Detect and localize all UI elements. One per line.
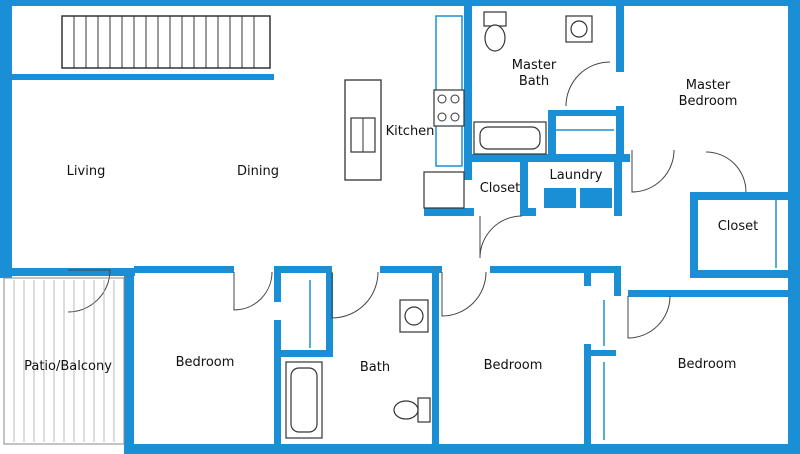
closet-shelves [309, 129, 777, 440]
stove-icon [433, 89, 465, 127]
washer-dryer-icon [544, 188, 612, 208]
toilet-icon [393, 397, 431, 423]
interior-walls [134, 0, 788, 444]
room-label-patio: Patio/Balcony [24, 359, 112, 374]
toilet-icon [483, 11, 507, 52]
room-label-bedroom-right: Bedroom [677, 357, 737, 372]
room-label-closet-center: Closet [479, 181, 521, 196]
stairs-icon [61, 15, 271, 69]
room-label-closet-right: Closet [717, 219, 759, 234]
patio-railing [3, 277, 125, 445]
room-label-living: Living [66, 164, 106, 179]
sink-icon [565, 15, 593, 43]
bathtub-icon [285, 361, 323, 439]
bathtub-icon [473, 121, 547, 155]
door-swing-icon [67, 61, 747, 339]
sink-icon [399, 299, 429, 333]
kitchen-fixtures [344, 15, 465, 209]
room-label-bedroom-left: Bedroom [175, 355, 235, 370]
master-bath-fixtures [473, 11, 593, 155]
room-label-dining: Dining [237, 164, 279, 179]
room-label-master-bath: Master Bath [511, 58, 557, 89]
room-label-laundry: Laundry [549, 168, 603, 183]
room-label-master-bedroom: Master Bedroom [678, 78, 738, 109]
room-label-bath: Bath [359, 360, 391, 375]
bath-fixtures [285, 299, 431, 439]
room-label-kitchen: Kitchen [385, 124, 435, 139]
room-label-bedroom-center: Bedroom [483, 358, 543, 373]
